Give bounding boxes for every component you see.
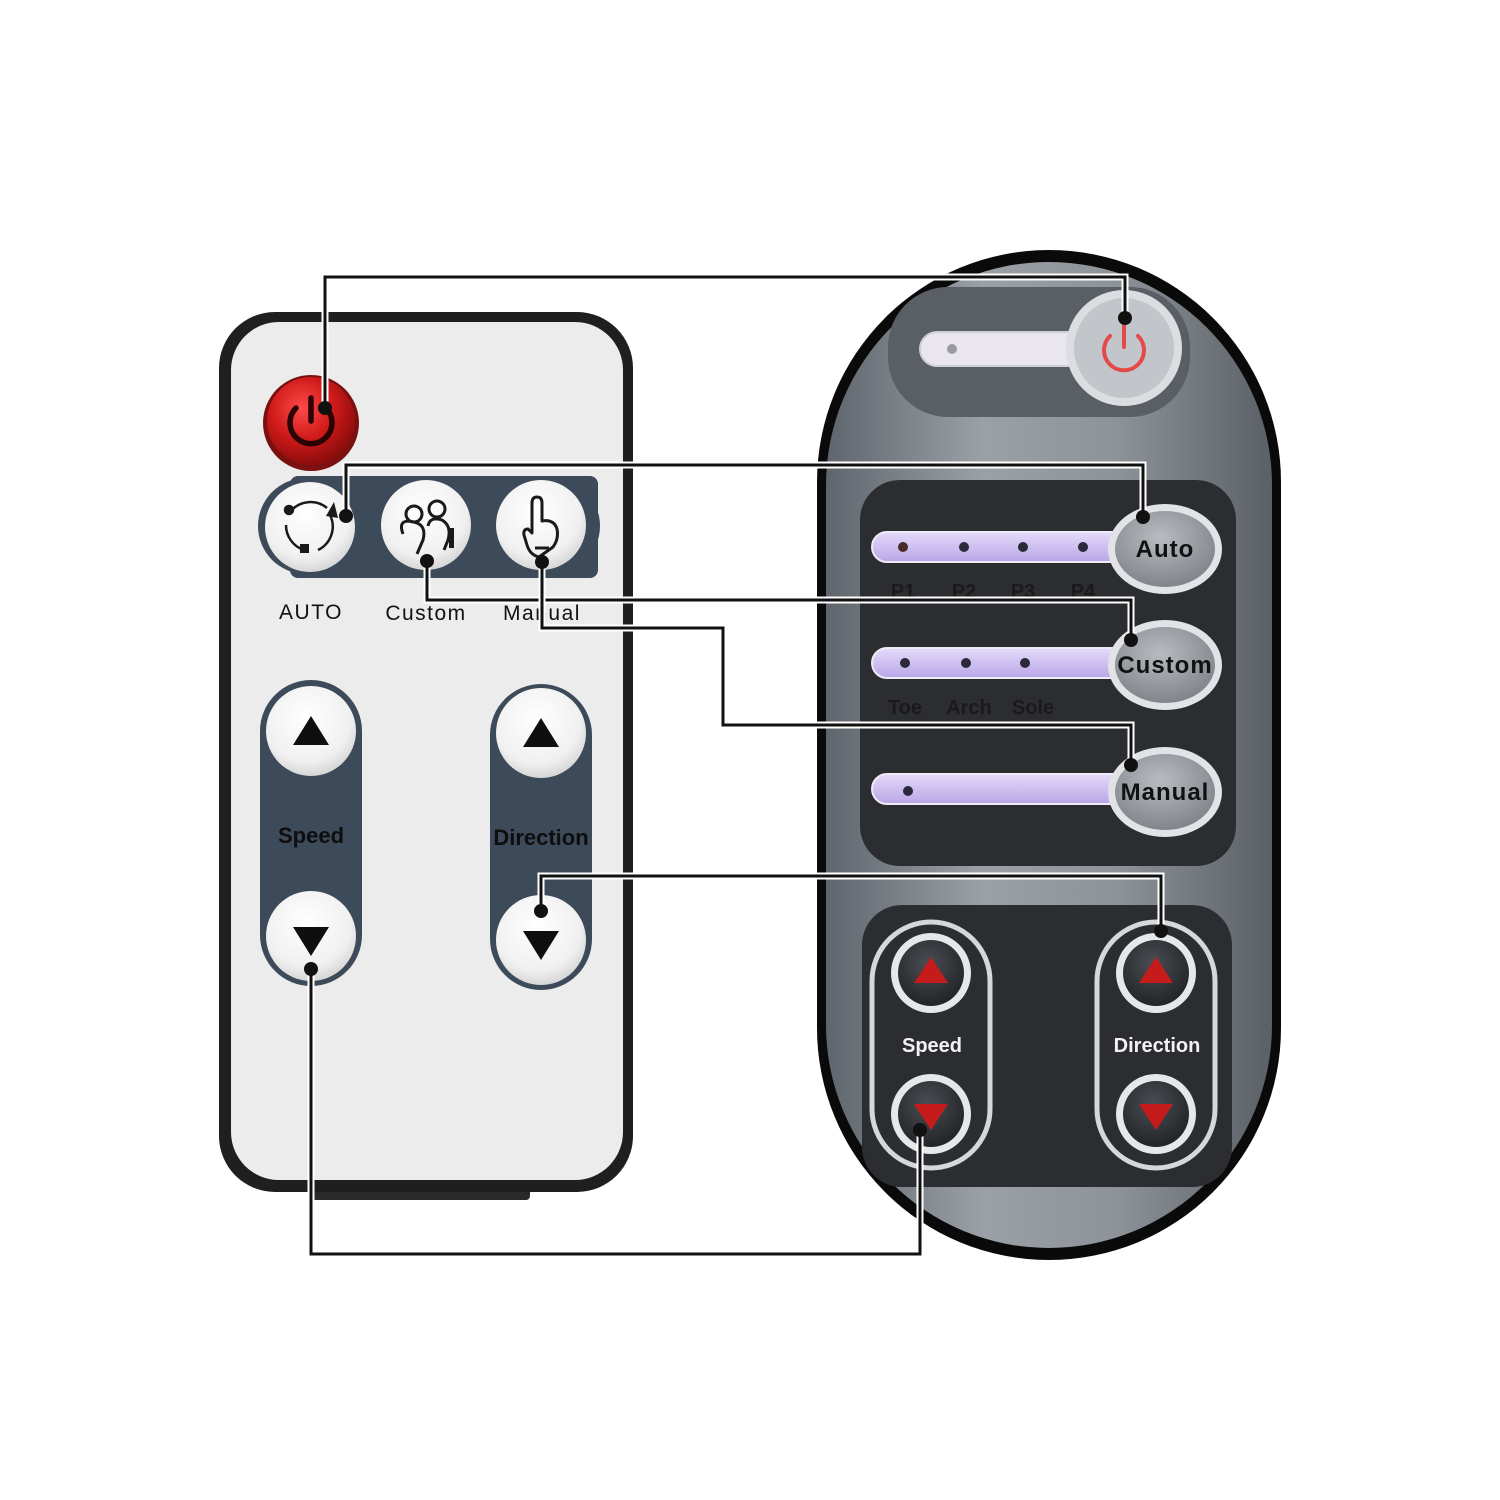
small-auto-label: AUTO <box>279 601 343 624</box>
large-custom-button[interactable]: Custom <box>1108 620 1222 710</box>
cycle-icon <box>283 500 338 553</box>
custom-led-track <box>871 647 1133 679</box>
triangle-down-icon <box>1139 1104 1173 1130</box>
large-custom-label: Custom <box>1117 652 1212 679</box>
small-power-button[interactable] <box>263 375 359 471</box>
small-direction-label: Direction <box>493 825 588 850</box>
small-speed-label: Speed <box>278 823 344 848</box>
small-manual-button[interactable] <box>496 480 586 570</box>
large-direction-down-button[interactable] <box>1116 1074 1196 1154</box>
hand-pointer-icon <box>522 495 559 559</box>
triangle-up-icon <box>914 957 948 983</box>
large-power-button[interactable] <box>1066 290 1182 406</box>
triangle-down-icon <box>293 927 329 956</box>
connector-manual <box>535 555 1138 772</box>
large-direction-label: Direction <box>1114 1035 1201 1057</box>
connector-lines <box>304 273 1168 1258</box>
connector-speed <box>304 962 927 1258</box>
triangle-up-icon <box>523 718 559 747</box>
connector-custom <box>420 554 1138 647</box>
connector-direction <box>534 872 1168 938</box>
small-remote: AUTO Custom Manual Speed Direction <box>219 312 633 1200</box>
large-manual-label: Manual <box>1121 779 1210 806</box>
large-auto-button[interactable]: Auto <box>1108 504 1222 594</box>
triangle-down-icon <box>523 931 559 960</box>
small-custom-button[interactable] <box>381 480 471 570</box>
large-speed-down-button[interactable] <box>891 1074 971 1154</box>
small-speed-up-button[interactable] <box>266 686 356 776</box>
zone-label-sole: Sole <box>1012 697 1054 719</box>
power-icon <box>1102 324 1146 373</box>
small-direction-up-button[interactable] <box>496 688 586 778</box>
connector-auto <box>339 461 1150 524</box>
triangle-up-icon <box>1139 957 1173 983</box>
large-manual-button[interactable]: Manual <box>1108 747 1222 837</box>
auto-led-track <box>871 531 1133 563</box>
power-icon <box>287 395 335 447</box>
large-direction-up-button[interactable] <box>1116 933 1196 1013</box>
large-speed-label: Speed <box>902 1035 962 1057</box>
zone-label-toe: Toe <box>888 697 922 719</box>
large-speed-up-button[interactable] <box>891 933 971 1013</box>
small-speed-down-button[interactable] <box>266 891 356 981</box>
connector-power <box>318 273 1132 415</box>
small-custom-label: Custom <box>385 602 466 625</box>
people-icon <box>399 499 454 555</box>
triangle-down-icon <box>914 1104 948 1130</box>
large-auto-label: Auto <box>1136 536 1195 563</box>
large-remote: P1 P2 P3 P4 Auto Toe Arch Sole Custom Ma… <box>817 250 1281 1260</box>
small-direction-down-button[interactable] <box>496 895 586 985</box>
small-auto-button[interactable] <box>265 482 355 572</box>
zone-label-arch: Arch <box>946 697 992 719</box>
triangle-up-icon <box>293 716 329 745</box>
